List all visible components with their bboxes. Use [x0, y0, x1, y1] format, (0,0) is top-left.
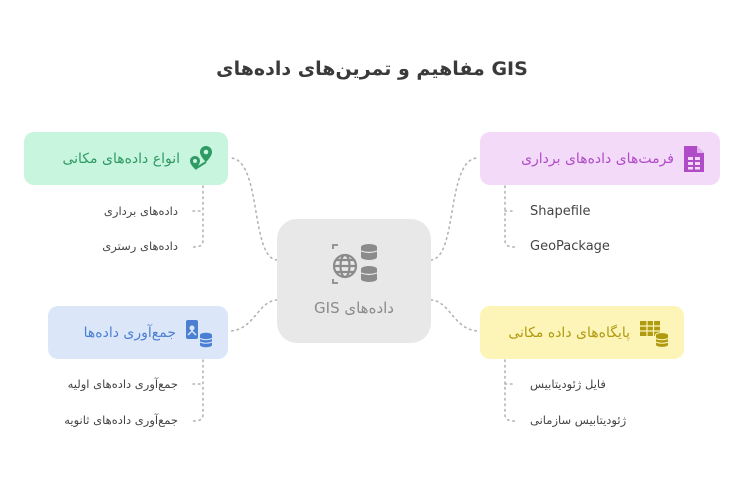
branch-vector-formats[interactable]: فرمت‌های داده‌های برداری [480, 132, 720, 185]
branch-label: پایگاه‌های داده مکانی [508, 324, 630, 341]
spreadsheet-file-icon [684, 145, 704, 172]
page-title: GIS مفاهیم و تمرین‌های داده‌های [216, 58, 528, 80]
table-database-icon [640, 320, 669, 348]
device-database-icon [186, 319, 213, 347]
branch-label: انواع داده‌های مکانی [62, 150, 180, 167]
connector-center-formats [430, 157, 479, 261]
list-item: جمع‌آوری داده‌های اولیه [67, 377, 178, 391]
connector-center-database [430, 299, 479, 332]
connector-types-items [192, 185, 204, 248]
connector-database-items [504, 359, 516, 422]
list-item: GeoPackage [530, 239, 610, 254]
map-pin-icon [190, 145, 212, 170]
globe-database-icon [332, 244, 378, 284]
list-item: داده‌های برداری [103, 204, 178, 218]
list-item: داده‌های رستری [102, 239, 178, 253]
branch-label: فرمت‌های داده‌های برداری [521, 150, 674, 167]
list-item: ژئودیتابیس سازمانی [530, 413, 627, 427]
connector-collect-items [192, 359, 204, 422]
branch-spatial-data-types[interactable]: انواع داده‌های مکانی [24, 132, 228, 185]
center-node[interactable]: داده‌های GIS [277, 219, 431, 343]
list-item: فایل ژئودیتابیس [530, 377, 606, 391]
connector-center-collect [229, 299, 278, 332]
list-item: جمع‌آوری داده‌های ثانویه [64, 413, 178, 427]
connector-center-types [229, 157, 278, 261]
center-label: داده‌های GIS [314, 299, 394, 317]
connector-formats-items [504, 185, 516, 248]
branch-data-collection[interactable]: جمع‌آوری داده‌ها [48, 306, 228, 359]
list-item: Shapefile [530, 204, 591, 219]
branch-label: جمع‌آوری داده‌ها [83, 324, 176, 341]
branch-spatial-databases[interactable]: پایگاه‌های داده مکانی [480, 306, 684, 359]
